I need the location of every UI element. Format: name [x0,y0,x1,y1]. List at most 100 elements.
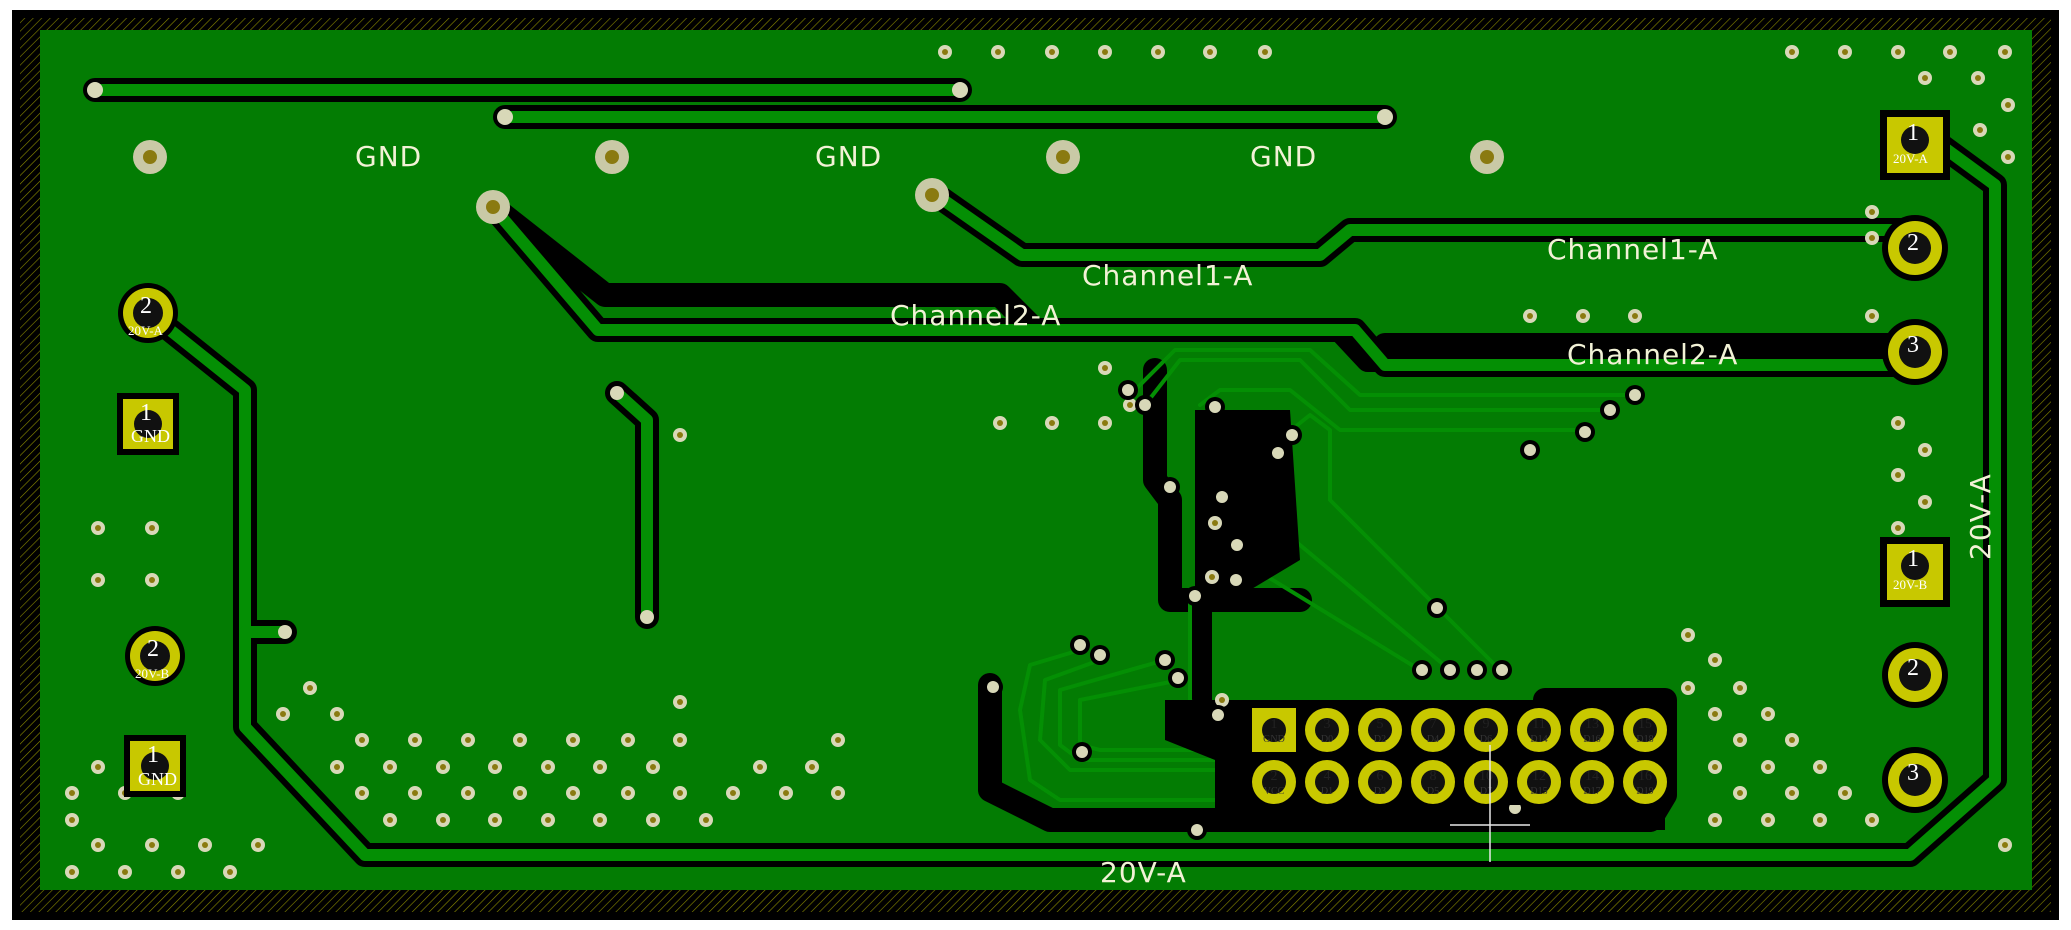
via [1733,681,1747,695]
via [541,760,555,774]
via [805,760,819,774]
via [1971,71,1985,85]
connector-left-bottom: 2 20V-B 1 GND [124,626,186,797]
via [1918,443,1932,457]
via [1045,45,1059,59]
via [1045,416,1059,430]
pin-label: GND [1263,734,1285,745]
via [566,733,580,747]
via [145,521,159,535]
via [1918,71,1932,85]
via [1520,440,1540,460]
pin-label: D7 [1480,786,1492,797]
header-pin: 3D0 [1305,708,1349,752]
pad-label: 20V-B [1893,577,1928,592]
via [1865,205,1879,219]
pad-label: 20V-A [128,323,164,338]
via [1282,425,1302,445]
via [1998,838,2012,852]
via [1070,635,1090,655]
pad-number: 2 [1907,655,1919,681]
via [461,733,475,747]
via [436,813,450,827]
via [1681,681,1695,695]
via [566,786,580,800]
via [1973,123,1987,137]
pin-label: D18 [1636,734,1653,745]
via [1865,813,1879,827]
via [646,813,660,827]
via [726,786,740,800]
via [2001,150,2015,164]
via [513,786,527,800]
pad-number: 1 [147,742,159,768]
via [1785,45,1799,59]
header-pin: 7D4 [1411,708,1455,752]
via [753,760,767,774]
via [1918,495,1932,509]
via [699,813,713,827]
via [1625,385,1645,405]
pin-header-2x8: 1GND3D05D27D49D611D1413D1615D182VCC4D16D… [1245,700,1667,805]
header-pin: 8D5 [1411,760,1455,804]
pin-number: 1 [1271,717,1278,732]
measure-marks [1450,745,1530,862]
via [1943,45,1957,59]
via [1212,487,1232,507]
stitching-vias [65,45,2015,879]
via [383,813,397,827]
via [1998,45,2012,59]
pad-label: 20V-A [1893,151,1929,166]
header-pin: 9D6 [1464,708,1508,752]
via [1523,309,1537,323]
pin-number: 2 [1271,769,1278,784]
via [383,760,397,774]
via [118,865,132,879]
via [145,838,159,852]
via [673,786,687,800]
via [1440,660,1460,680]
via [223,865,237,879]
pin-label: D16 [1583,734,1600,745]
via [513,733,527,747]
via [1226,570,1246,590]
gnd-label: GND [815,140,882,173]
pad-number: 3 [1907,760,1919,786]
via [145,573,159,587]
header-pin: 6D3 [1358,760,1402,804]
via [1168,668,1188,688]
via [1492,660,1512,680]
power-label: 20V-A [1964,473,1997,560]
pin-number: 7 [1430,717,1437,732]
via [488,760,502,774]
connector-left-top: 2 20V-A 1 GND [117,283,179,455]
via [1467,660,1487,680]
via [91,521,105,535]
via [1891,416,1905,430]
pin-label: D3 [1374,786,1386,797]
via [1865,231,1879,245]
via [673,695,687,709]
via [65,786,79,800]
via [1628,309,1642,323]
via [171,865,185,879]
pin-label: VCC [1264,786,1285,797]
via [1761,707,1775,721]
pin-label: D17 [1583,786,1600,797]
via [1708,653,1722,667]
via [65,813,79,827]
pin-label: D4 [1427,734,1439,745]
trace-vias [87,82,1393,639]
via [1072,742,1092,762]
via [65,865,79,879]
via [1761,813,1775,827]
pad-label: GND [138,769,177,789]
pin-number: 15 [1638,717,1652,732]
pin-number: 9 [1483,717,1490,732]
via [1135,395,1155,415]
via [91,838,105,852]
